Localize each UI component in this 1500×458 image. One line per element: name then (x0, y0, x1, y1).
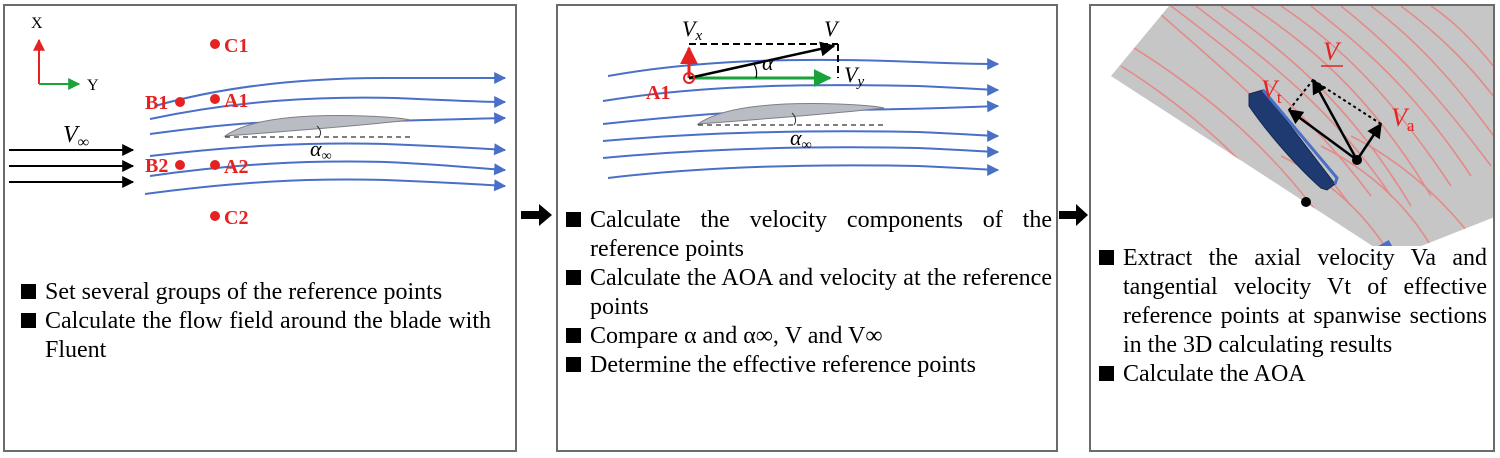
point-b1 (175, 97, 185, 107)
v-vector (688, 41, 836, 80)
bullet-square-icon (566, 270, 581, 285)
va-label: V (1391, 103, 1410, 132)
va-vector (1355, 122, 1383, 161)
point-a2 (210, 160, 220, 170)
step-arrow-icon (1059, 204, 1088, 226)
reference-point-3d (1301, 197, 1311, 207)
point-b2-label: B2 (145, 155, 168, 177)
vt-vector (1287, 108, 1358, 162)
bullet-item: Calculate the AOA (1099, 360, 1487, 389)
reference-points: C1 B1 A1 B2 A2 C2 (145, 35, 248, 229)
blade-section-3d-view: V Vt Va (1111, 6, 1493, 246)
point-a1 (210, 94, 220, 104)
velocity-triangle-3d (1287, 78, 1383, 207)
point-a1-label: A1 (224, 90, 248, 112)
aoa-arc (316, 125, 322, 138)
axis-y-label: Y (87, 77, 99, 94)
flow-diagram-2d: X Y α∞ V∞ C1 B1 (9, 15, 507, 229)
axis-x-label: X (31, 15, 43, 32)
alpha-arc (753, 63, 758, 79)
freestream-velocity-sub: ∞ (78, 134, 89, 151)
bullet-item: Determine the effective reference points (566, 351, 1052, 380)
panel3-bullet-list: Extract the axial velocity Va and tangen… (1099, 244, 1487, 389)
blade-section-3d (1248, 89, 1336, 191)
blade-edge-marker (1378, 239, 1396, 246)
bullet-square-icon (566, 357, 581, 372)
panel2-bullet-list: Calculate the velocity components of the… (566, 206, 1052, 380)
svg-text:Vy: Vy (844, 62, 864, 90)
bullet-item: Compare α and α∞, V and V∞ (566, 322, 1052, 351)
alpha-label: α (762, 50, 774, 75)
airfoil-blade (696, 103, 885, 125)
vy-label: V (844, 62, 860, 87)
point-c1-label: C1 (224, 35, 248, 57)
streamlines (602, 57, 1000, 179)
svg-text:α∞: α∞ (790, 125, 812, 153)
step-arrow-icon (521, 204, 552, 226)
bullet-item: Extract the axial velocity Va and tangen… (1099, 244, 1487, 360)
alpha-inf-sub: ∞ (322, 149, 332, 164)
bullet-item: Calculate the AOA and velocity at the re… (566, 264, 1052, 322)
panel-velocity-components: α∞ A1 Vx V α Vy Calculate the velocity c… (556, 4, 1058, 452)
bullet-item: Calculate the velocity components of the… (566, 206, 1052, 264)
point-b2 (175, 160, 185, 170)
point-a1 (683, 72, 695, 84)
point-c1 (210, 39, 220, 49)
vx-sub: x (694, 28, 702, 44)
bullet-square-icon (1099, 250, 1114, 265)
point-a1-label: A1 (646, 82, 670, 104)
point-c2-label: C2 (224, 207, 248, 229)
reference-point-3d (1352, 155, 1362, 165)
svg-text:α∞: α∞ (310, 136, 332, 164)
point-b1-label: B1 (145, 92, 168, 114)
alpha-inf-label: α (790, 125, 802, 150)
bullet-square-icon (21, 313, 36, 328)
vt-label: V (1261, 75, 1280, 104)
svg-text:V∞: V∞ (63, 122, 89, 151)
svg-text:Va: Va (1391, 103, 1415, 135)
bullet-square-icon (1099, 366, 1114, 381)
section-surface (1111, 6, 1493, 246)
bullet-square-icon (566, 212, 581, 227)
airfoil-blade (223, 115, 411, 137)
panel1-bullet-list: Set several groups of the reference poin… (21, 278, 491, 365)
point-c2 (210, 211, 220, 221)
bullet-square-icon (21, 284, 36, 299)
point-a2-label: A2 (224, 156, 248, 178)
bullet-item: Calculate the flow field around the blad… (21, 307, 491, 365)
bullet-square-icon (566, 328, 581, 343)
aoa-arc (791, 112, 797, 126)
streamlines (144, 72, 507, 195)
v-label: V (824, 16, 840, 41)
v-label: V (1323, 37, 1342, 66)
coordinate-axes: X Y (31, 15, 99, 94)
velocity-decomposition-diagram: α∞ A1 Vx V α Vy (602, 16, 1000, 179)
vy-sub: y (855, 74, 864, 90)
velocity-triangle (680, 41, 839, 87)
freestream-arrows (9, 144, 135, 188)
panel-reference-points: X Y α∞ V∞ C1 B1 (3, 4, 517, 452)
bullet-item: Set several groups of the reference poin… (21, 278, 491, 307)
alpha-inf-sub: ∞ (802, 138, 812, 153)
svg-text:Vt: Vt (1261, 75, 1282, 107)
v-vector (1311, 78, 1359, 161)
svg-text:Vx: Vx (682, 16, 702, 44)
vx-label: V (682, 16, 698, 41)
panel-3d-extraction: V Vt Va Extract the axial velocity Va an… (1089, 4, 1495, 452)
vt-sub: t (1277, 88, 1282, 107)
va-sub: a (1407, 116, 1415, 135)
freestream-velocity-label: V (63, 122, 80, 148)
alpha-inf-label: α (310, 136, 322, 161)
